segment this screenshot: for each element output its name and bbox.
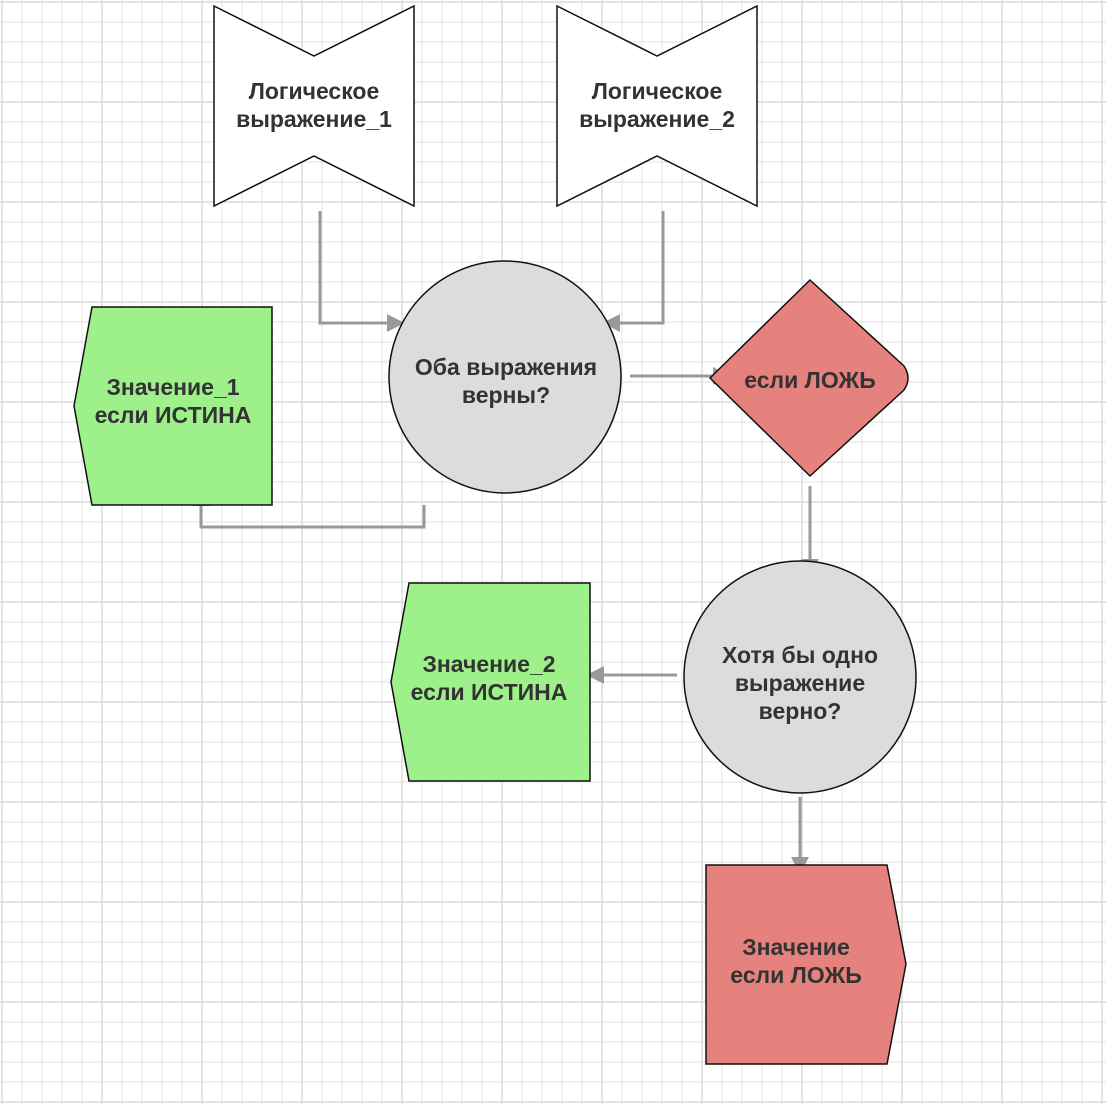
connector-input1-to-both — [318, 211, 405, 332]
if-false-diamond[interactable] — [708, 278, 909, 478]
value1-shape[interactable] — [73, 306, 273, 506]
input1-shape[interactable] — [213, 4, 415, 208]
connector-input2-to-both — [602, 211, 665, 332]
connector-both-to-value1 — [192, 488, 426, 529]
input2-shape[interactable] — [556, 4, 758, 208]
value2-shape[interactable] — [390, 582, 591, 782]
at-least-one-circle[interactable] — [683, 560, 917, 794]
value-false-shape[interactable] — [705, 864, 907, 1065]
both-true-circle[interactable] — [388, 260, 622, 494]
